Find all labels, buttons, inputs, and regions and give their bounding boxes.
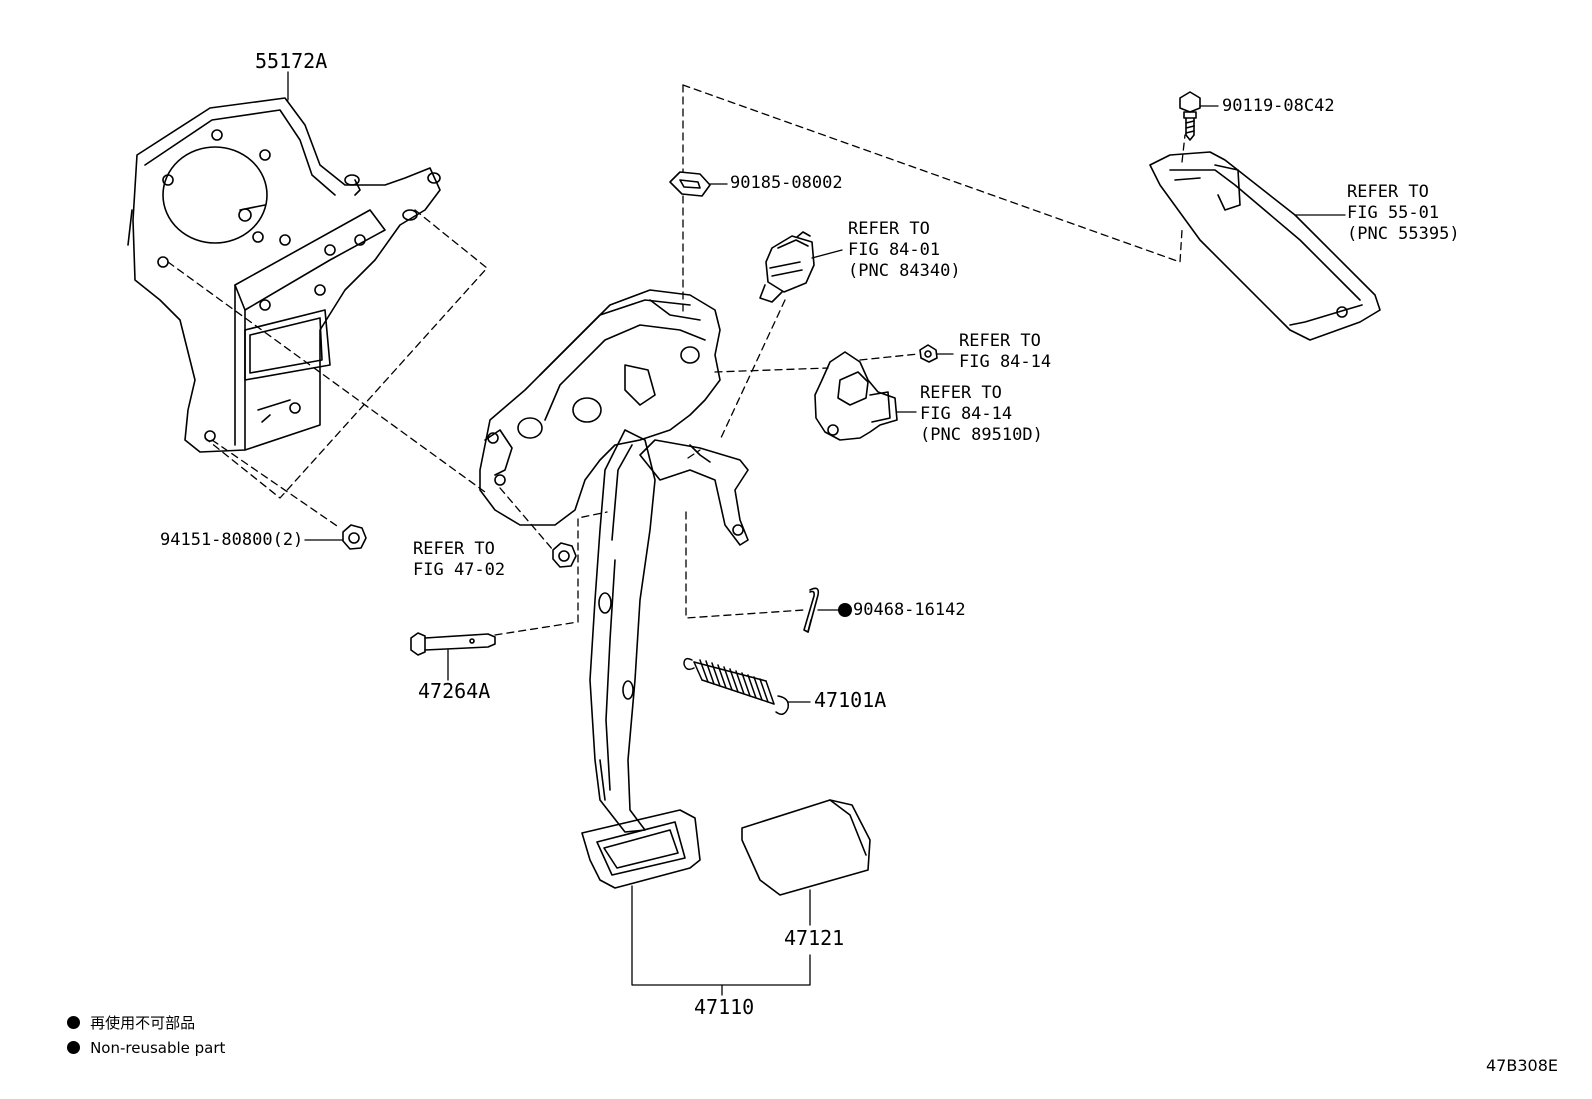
small-nut-drawing bbox=[919, 344, 938, 363]
refer-to-fig-84-14-sensor: REFER TO FIG 84-14 (PNC 89510D) bbox=[920, 383, 1043, 446]
legend-dot bbox=[67, 1016, 81, 1029]
refer-line: FIG 84-14 bbox=[959, 352, 1052, 372]
legend-jp: 再使用不可部品 bbox=[48, 996, 195, 1050]
cotter-pin-drawing bbox=[803, 587, 820, 633]
return-spring-drawing bbox=[683, 657, 790, 715]
part-label-47121: 47121 bbox=[784, 926, 845, 950]
refer-line: REFER TO bbox=[959, 331, 1041, 351]
refer-line: REFER TO bbox=[413, 539, 495, 559]
refer-to-fig-84-01: REFER TO FIG 84-01 (PNC 84340) bbox=[848, 219, 961, 282]
leader-lines bbox=[287, 71, 1346, 996]
cover-drawing bbox=[1149, 151, 1381, 341]
connection-lines bbox=[167, 84, 1186, 636]
refer-to-fig-55-01: REFER TO FIG 55-01 (PNC 55395) bbox=[1347, 182, 1460, 245]
pivot-pin-drawing bbox=[410, 632, 496, 656]
part-label-90185-08002: 90185-08002 bbox=[730, 173, 843, 193]
refer-line: FIG 84-01 bbox=[848, 240, 941, 260]
refer-line: FIG 55-01 bbox=[1347, 203, 1440, 223]
part-label-47101a: 47101A bbox=[814, 688, 887, 712]
part-label-55172a: 55172A bbox=[255, 49, 328, 73]
refer-line: (PNC 55395) bbox=[1347, 224, 1460, 244]
bolt-drawing bbox=[1179, 91, 1201, 141]
refer-line: FIG 84-14 bbox=[920, 404, 1013, 424]
part-label-90119-08c42: 90119-08C42 bbox=[1222, 96, 1335, 116]
legend-en-text: Non-reusable part bbox=[90, 1039, 226, 1057]
non-reusable-marker bbox=[838, 603, 852, 617]
refer-to-fig-84-14-nut: REFER TO FIG 84-14 bbox=[959, 331, 1051, 373]
refer-line: FIG 47-02 bbox=[413, 560, 506, 580]
clip-drawing bbox=[669, 171, 711, 197]
pedal-bracket-drawing bbox=[127, 97, 441, 453]
nut-94151-drawing bbox=[342, 524, 367, 550]
refer-line: REFER TO bbox=[1347, 182, 1429, 202]
refer-line: (PNC 84340) bbox=[848, 261, 961, 281]
nut-47-02-drawing bbox=[552, 542, 577, 568]
brake-pedal-assembly-drawing bbox=[479, 289, 749, 833]
refer-to-fig-47-02: REFER TO FIG 47-02 bbox=[413, 539, 505, 581]
pedal-pad-drawing bbox=[741, 799, 871, 896]
legend-en: Non-reusable part bbox=[48, 1021, 225, 1075]
legend-jp-text: 再使用不可部品 bbox=[90, 1014, 196, 1032]
stop-lamp-switch-drawing bbox=[759, 231, 815, 303]
part-label-47264a: 47264A bbox=[418, 679, 491, 703]
pedal-pad-frame-drawing bbox=[581, 809, 701, 889]
part-label-94151-80800: 94151-80800(2) bbox=[160, 530, 304, 550]
legend-dot bbox=[67, 1041, 81, 1054]
refer-line: REFER TO bbox=[848, 219, 930, 239]
figure-id: 47B308E bbox=[1486, 1056, 1558, 1075]
part-label-90468-16142: 90468-16142 bbox=[853, 600, 966, 620]
pedal-sensor-drawing bbox=[814, 351, 898, 441]
part-label-47110: 47110 bbox=[694, 995, 755, 1019]
refer-line: (PNC 89510D) bbox=[920, 425, 1043, 445]
refer-line: REFER TO bbox=[920, 383, 1002, 403]
